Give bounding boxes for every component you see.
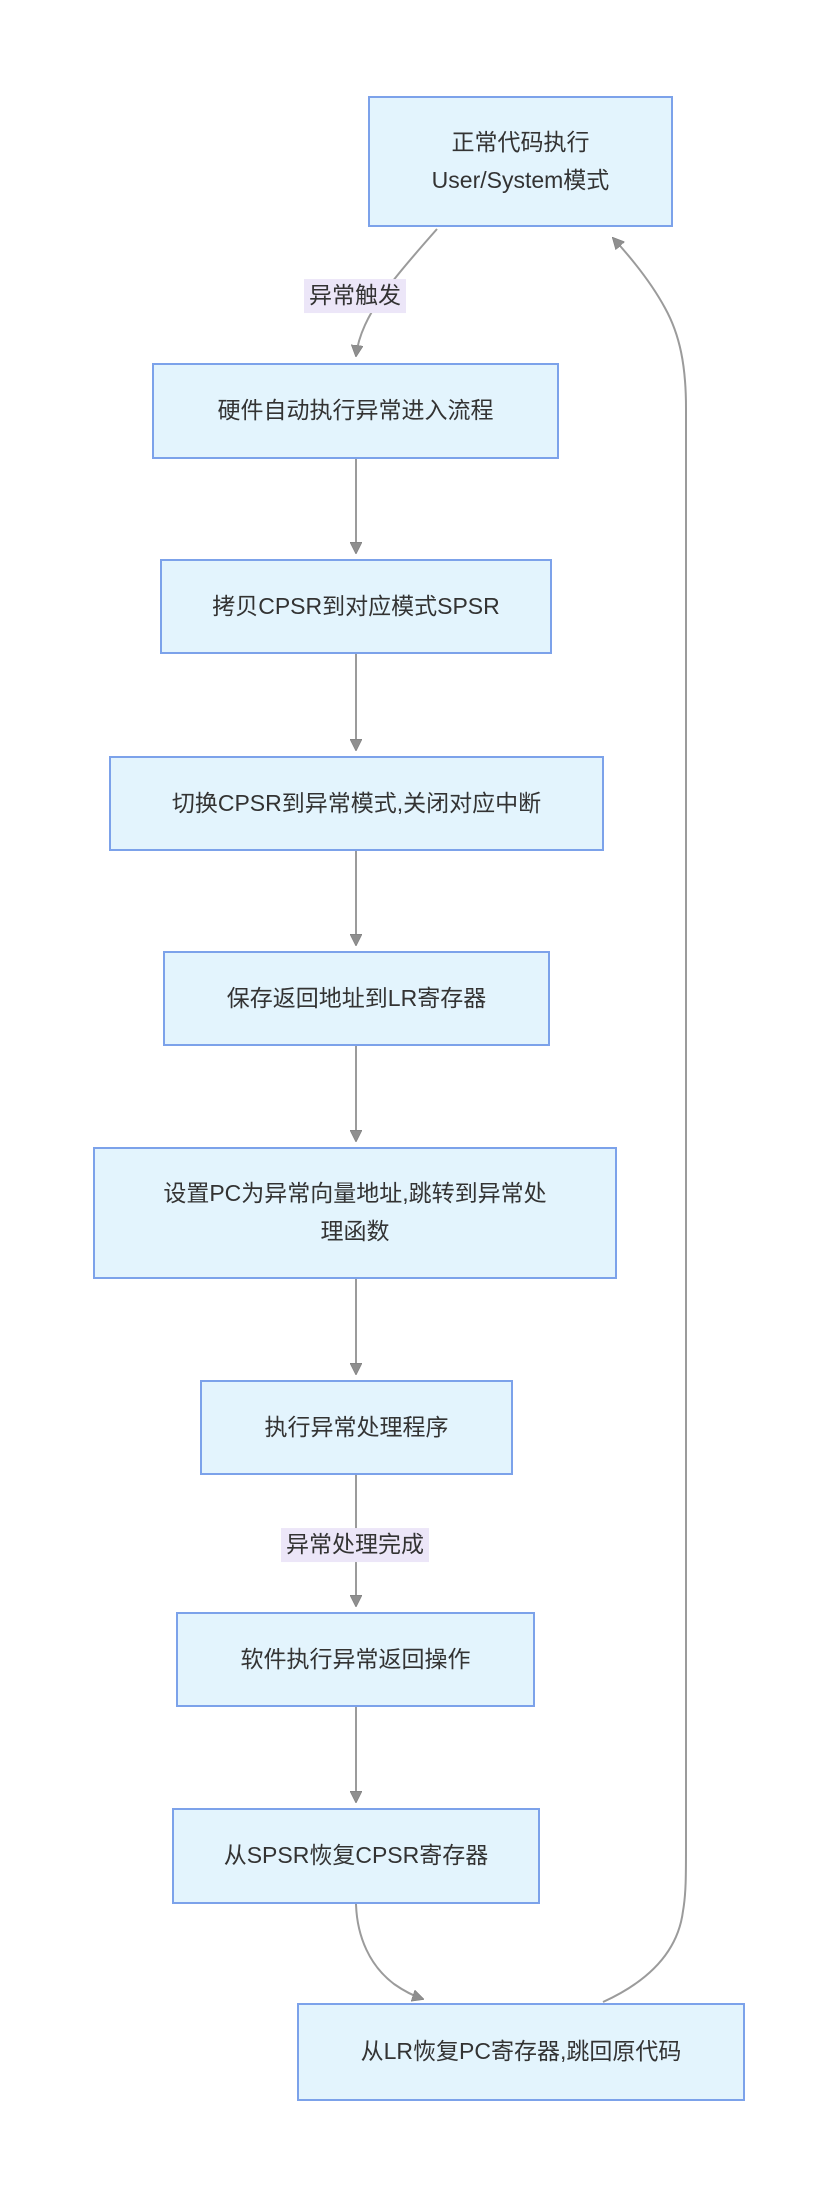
node-restore-pc-from-lr: 从LR恢复PC寄存器,跳回原代码 — [297, 2003, 745, 2101]
node-switch-cpsr-exception-mode: 切换CPSR到异常模式,关闭对应中断 — [109, 756, 604, 851]
edge-restorepc-loop-to-normal — [602, 238, 687, 2003]
node-save-return-address-lr: 保存返回地址到LR寄存器 — [163, 951, 550, 1046]
edge-restorecpsr-to-restorepc — [355, 1903, 423, 1999]
edge-label-exception-complete: 异常处理完成 — [281, 1528, 429, 1562]
edge-label-exception-trigger: 异常触发 — [304, 279, 406, 313]
node-set-pc-vector-jump: 设置PC为异常向量地址,跳转到异常处 理函数 — [93, 1147, 617, 1279]
node-hw-exception-entry: 硬件自动执行异常进入流程 — [152, 363, 559, 459]
edge-normal-to-hw — [356, 228, 438, 356]
node-copy-cpsr-to-spsr: 拷贝CPSR到对应模式SPSR — [160, 559, 552, 654]
node-restore-cpsr-from-spsr: 从SPSR恢复CPSR寄存器 — [172, 1808, 540, 1904]
node-execute-exception-handler: 执行异常处理程序 — [200, 1380, 513, 1475]
node-software-exception-return: 软件执行异常返回操作 — [176, 1612, 535, 1707]
node-normal-execution: 正常代码执行 User/System模式 — [368, 96, 673, 227]
